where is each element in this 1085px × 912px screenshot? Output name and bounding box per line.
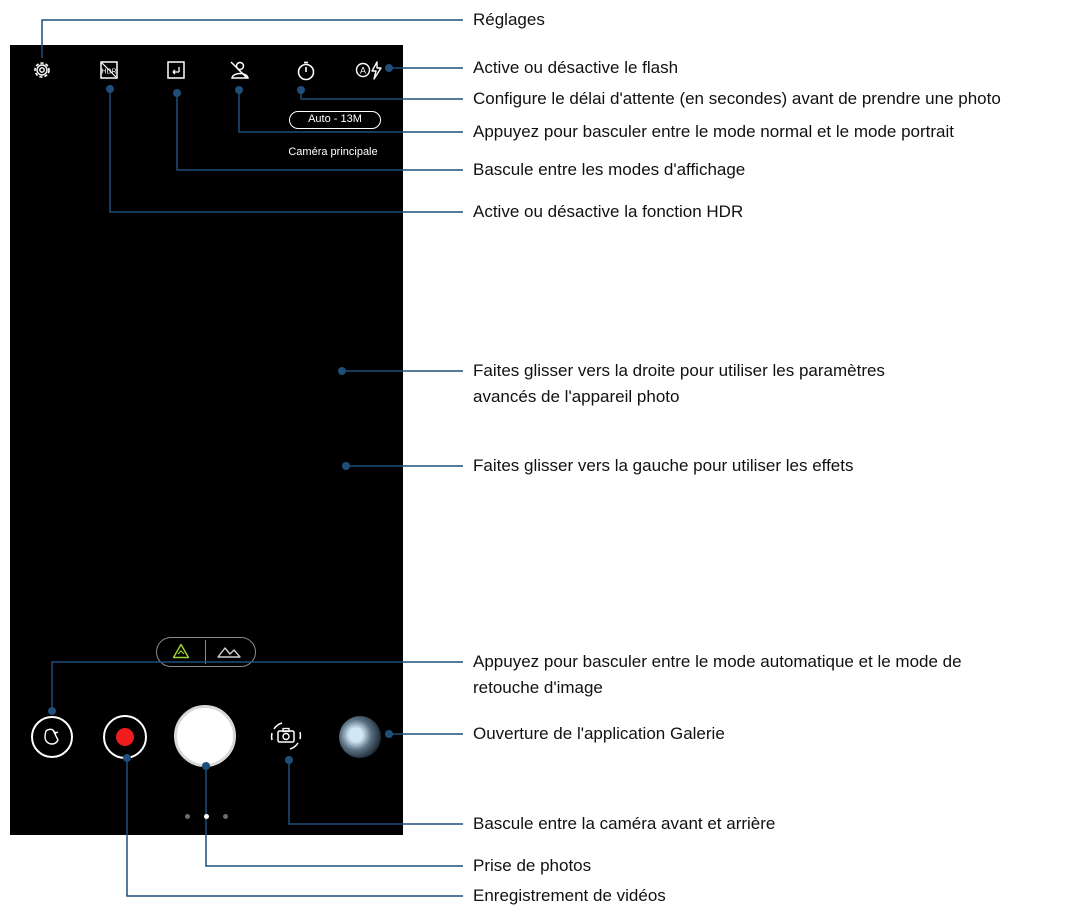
display-mode-icon[interactable] xyxy=(166,60,186,80)
page-dot xyxy=(203,813,209,819)
leader-dot-gallery xyxy=(385,730,393,738)
callout-swipe-right-line2: avancés de l'appareil photo xyxy=(473,387,680,406)
leader-line-record-video xyxy=(126,758,463,897)
record-dot xyxy=(116,728,134,746)
gallery-thumbnail[interactable] xyxy=(339,716,381,758)
leader-dot-record-video xyxy=(123,754,131,762)
callout-record-video: Enregistrement de vidéos xyxy=(473,886,666,905)
mode-switch-icon xyxy=(42,727,62,747)
timer-icon[interactable] xyxy=(295,60,317,82)
leader-line-portrait xyxy=(238,90,463,133)
leader-dot-switch-camera xyxy=(285,756,293,764)
svg-text:A: A xyxy=(360,66,366,76)
callout-flash: Active ou désactive le flash xyxy=(473,58,679,77)
resolution-badge[interactable]: Auto - 13M xyxy=(289,111,381,129)
leader-dot-auto-mode xyxy=(48,707,56,715)
mode-switch-button[interactable] xyxy=(31,716,73,758)
callout-hdr: Active ou désactive la fonction HDR xyxy=(473,202,744,221)
hdr-icon[interactable]: HDR xyxy=(99,60,119,80)
callout-auto-mode-line2: retouche d'image xyxy=(473,678,603,697)
leader-dot-hdr xyxy=(106,85,114,93)
callout-swipe-left: Faites glisser vers la gauche pour utili… xyxy=(473,456,854,475)
svg-text:HDR: HDR xyxy=(101,69,116,76)
leader-line-settings xyxy=(41,19,463,58)
mode-toggle-divider xyxy=(205,640,206,664)
callout-swipe-right-line1: Faites glisser vers la droite pour utili… xyxy=(473,361,885,380)
callout-timer: Configure le délai d'attente (en seconde… xyxy=(473,89,1001,108)
callout-auto-mode-line1: Appuyez pour basculer entre le mode auto… xyxy=(473,652,962,671)
leader-dot-swipe-left xyxy=(342,462,350,470)
page-dot xyxy=(222,813,228,819)
camera-viewfinder[interactable] xyxy=(10,45,403,835)
page-dot xyxy=(184,813,190,819)
auto-mode-icon[interactable] xyxy=(172,643,190,659)
auto-flash-icon[interactable]: A xyxy=(355,59,385,81)
mode-toggle[interactable] xyxy=(156,637,256,667)
leader-dot-timer xyxy=(297,86,305,94)
leader-line-take-photo xyxy=(205,766,463,867)
leader-dot-swipe-right xyxy=(338,367,346,375)
leader-line-hdr xyxy=(109,89,463,213)
callout-portrait: Appuyez pour basculer entre le mode norm… xyxy=(473,122,954,141)
leader-line-auto-mode xyxy=(51,661,463,711)
leader-dot-flash xyxy=(385,64,393,72)
gear-icon[interactable] xyxy=(31,59,53,81)
camera-switch-icon[interactable] xyxy=(268,720,304,752)
callout-display-mode: Bascule entre les modes d'affichage xyxy=(473,160,746,179)
leader-dot-take-photo xyxy=(202,762,210,770)
mountains-icon[interactable] xyxy=(217,644,241,658)
leader-line-switch-camera xyxy=(288,760,463,825)
callout-settings: Réglages xyxy=(473,10,545,29)
leader-line-display-mode xyxy=(176,93,463,171)
callout-take-photo: Prise de photos xyxy=(473,856,592,875)
portrait-icon[interactable] xyxy=(228,59,250,81)
callout-switch-camera: Bascule entre la caméra avant et arrière xyxy=(473,814,776,833)
camera-label: Caméra principale xyxy=(288,146,378,158)
leader-dot-display-mode xyxy=(173,89,181,97)
leader-line-timer xyxy=(300,90,463,100)
callout-gallery: Ouverture de l'application Galerie xyxy=(473,724,725,743)
leader-dot-portrait xyxy=(235,86,243,94)
